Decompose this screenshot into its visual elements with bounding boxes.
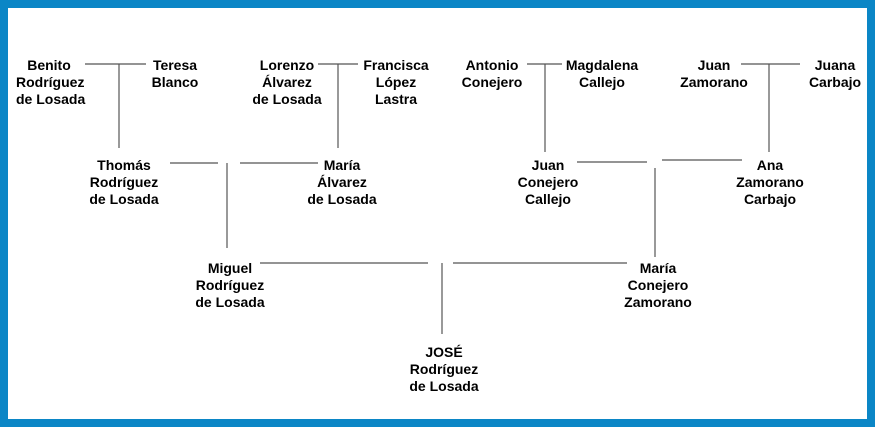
person-teresa: Teresa Blanco: [146, 57, 204, 91]
person-miguel: Miguel Rodríguez de Losada: [192, 260, 268, 311]
person-magdalena: Magdalena Callejo: [562, 57, 642, 91]
person-name-line: de Losada: [16, 91, 86, 107]
person-benito: Benito Rodríguez de Losada: [16, 57, 86, 108]
person-name-line: Zamorano: [736, 174, 804, 190]
person-name-line: Lastra: [374, 91, 418, 107]
person-name-line: Juan: [697, 57, 731, 73]
person-name-line: Callejo: [579, 74, 625, 90]
person-name-line: Teresa: [152, 57, 198, 73]
person-name-line: de Losada: [252, 91, 322, 107]
person-name-line: Benito: [27, 57, 71, 73]
person-name-line: JOSÉ: [425, 344, 463, 360]
person-name-line: Rodríguez: [409, 361, 479, 377]
person-name-line: Conejero: [461, 74, 523, 90]
person-name-line: Zamorano: [680, 74, 748, 90]
person-name-line: Carbajo: [743, 191, 797, 207]
person-juan-zamorano: Juan Zamorano: [676, 57, 752, 91]
person-thomas: Thomás Rodríguez de Losada: [86, 157, 162, 208]
person-name-line: Magdalena: [565, 57, 639, 73]
person-name-line: Ana: [756, 157, 784, 173]
person-name-line: Conejero: [627, 277, 689, 293]
person-maria-alvarez: María Álvarez de Losada: [302, 157, 382, 208]
person-name-line: Rodríguez: [195, 277, 265, 293]
person-name-line: Carbajo: [808, 74, 862, 90]
person-name-line: Miguel: [207, 260, 253, 276]
person-name-line: María: [323, 157, 361, 173]
person-name-line: Juana: [814, 57, 856, 73]
person-name-line: Callejo: [525, 191, 571, 207]
person-antonio: Antonio Conejero: [457, 57, 527, 91]
person-juana: Juana Carbajo: [800, 57, 870, 91]
person-maria-conejero: María Conejero Zamorano: [616, 260, 700, 311]
person-name-line: Antonio: [465, 57, 519, 73]
person-name-line: Lorenzo: [259, 57, 315, 73]
person-francisca: Francisca López Lastra: [358, 57, 434, 108]
person-name-line: Conejero: [517, 174, 579, 190]
person-name-line: de Losada: [307, 191, 377, 207]
person-name-line: Francisca: [363, 57, 429, 73]
person-name-line: López: [375, 74, 417, 90]
person-name-line: Zamorano: [624, 294, 692, 310]
person-name-line: Blanco: [151, 74, 199, 90]
person-name-line: de Losada: [89, 191, 159, 207]
person-jose: JOSÉ Rodríguez de Losada: [404, 344, 484, 395]
person-name-line: María: [639, 260, 677, 276]
person-name-line: de Losada: [195, 294, 265, 310]
person-name-line: Rodríguez: [89, 174, 159, 190]
person-name-line: Thomás: [97, 157, 151, 173]
person-name-line: Rodríguez: [16, 74, 85, 90]
person-name-line: de Losada: [409, 378, 479, 394]
person-juan-conejero: Juan Conejero Callejo: [510, 157, 586, 208]
person-name-line: Juan: [531, 157, 565, 173]
person-ana: Ana Zamorano Carbajo: [728, 157, 812, 208]
person-name-line: Álvarez: [317, 174, 367, 190]
person-lorenzo: Lorenzo Álvarez de Losada: [251, 57, 323, 108]
person-name-line: Álvarez: [262, 74, 312, 90]
